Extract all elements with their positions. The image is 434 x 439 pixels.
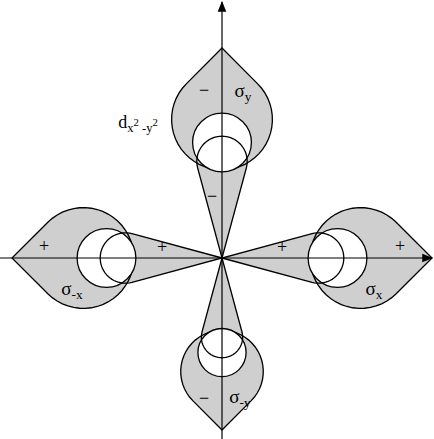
sign: − bbox=[199, 389, 209, 407]
sign: − bbox=[207, 187, 217, 205]
x-axis bbox=[0, 257, 432, 258]
sign: − bbox=[199, 81, 209, 99]
ligand-label: σy bbox=[235, 81, 252, 103]
ligand-label: σx bbox=[366, 279, 383, 301]
ligand-label: σ-y bbox=[229, 387, 250, 409]
sign: + bbox=[395, 237, 405, 255]
ligand-label: σ-x bbox=[61, 279, 82, 301]
y-axis bbox=[221, 2, 222, 439]
sign: + bbox=[277, 238, 287, 256]
orbital-label: dx2 -y2 bbox=[118, 113, 158, 134]
sign: + bbox=[157, 238, 167, 256]
sign: + bbox=[39, 237, 49, 255]
